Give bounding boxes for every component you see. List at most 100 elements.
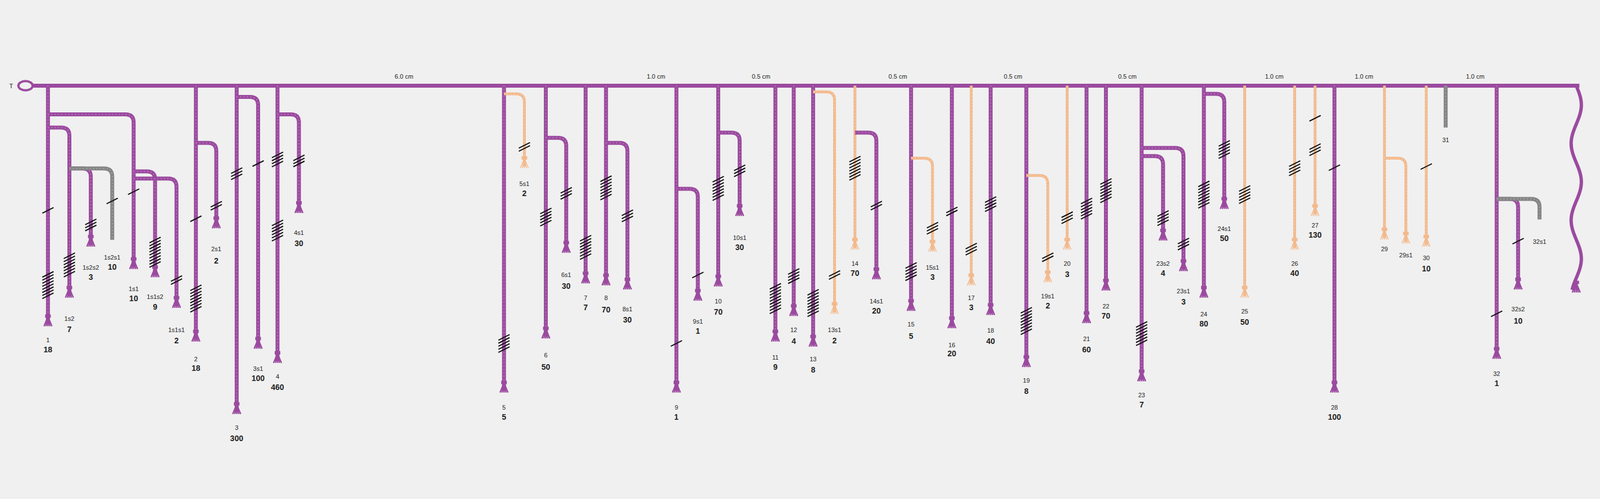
knot xyxy=(926,228,939,235)
knot xyxy=(63,265,75,271)
cord-name: 1s1s2 xyxy=(145,293,165,300)
spacing-label: 1.0 cm xyxy=(1464,73,1486,80)
knot xyxy=(712,191,724,198)
cord-name: 8s1 xyxy=(621,305,634,313)
cord-name: 9s1 xyxy=(691,317,704,325)
cord-value: 3 xyxy=(1180,297,1188,307)
knot xyxy=(712,185,724,192)
knot xyxy=(1100,178,1112,185)
knot xyxy=(293,155,305,161)
cord xyxy=(196,142,217,227)
cord-name: 29s1 xyxy=(1398,251,1415,259)
cord-twist xyxy=(951,85,953,327)
cord-twist xyxy=(69,168,112,240)
tassel xyxy=(623,279,628,290)
knot xyxy=(170,278,183,285)
tassel xyxy=(257,338,262,349)
knot xyxy=(271,152,284,158)
tassel xyxy=(1576,283,1581,293)
cord-name: 28 xyxy=(1329,403,1339,411)
knot xyxy=(293,157,305,164)
cord-value: 70 xyxy=(849,269,861,278)
tassel xyxy=(1242,288,1245,298)
cord-value: 7 xyxy=(66,325,74,334)
tassel xyxy=(1244,288,1249,298)
cord-value: 9 xyxy=(151,302,159,312)
cord-twist xyxy=(1384,157,1406,242)
cord xyxy=(1141,147,1184,270)
tassel xyxy=(1311,206,1316,216)
cord xyxy=(47,127,70,297)
tassel-knot xyxy=(908,298,915,303)
cord xyxy=(1424,85,1428,245)
knot xyxy=(271,223,284,229)
cord xyxy=(1494,85,1499,358)
knot xyxy=(769,295,781,302)
knot xyxy=(849,174,861,181)
spacing-label: 0.5 cm xyxy=(750,73,772,80)
knot xyxy=(905,274,917,281)
knot xyxy=(769,298,781,305)
tassel xyxy=(771,332,776,342)
cord-value: 1 xyxy=(694,326,702,336)
knot xyxy=(984,196,997,203)
tassel xyxy=(775,332,780,342)
knot xyxy=(1100,187,1112,194)
tassel xyxy=(133,259,138,270)
tassel xyxy=(1137,371,1142,382)
knot xyxy=(1309,150,1321,156)
tassel xyxy=(566,243,571,253)
cord-name: 6 xyxy=(542,351,549,359)
cord xyxy=(1383,85,1386,239)
cord-name: 1s2s2 xyxy=(81,264,100,271)
cord-name: 4 xyxy=(274,373,281,380)
knot xyxy=(1239,191,1251,198)
knot xyxy=(85,219,97,225)
cord-value: 30 xyxy=(293,239,305,248)
cord-twist xyxy=(1203,85,1205,297)
knot xyxy=(1178,238,1190,244)
tassel xyxy=(971,275,976,286)
cord-value: 1 xyxy=(1493,379,1500,388)
tassel xyxy=(855,239,859,250)
knot xyxy=(1198,202,1210,208)
cord-twist xyxy=(236,97,258,348)
tassel xyxy=(1158,230,1163,241)
cord-name: 27 xyxy=(1310,221,1320,229)
knot xyxy=(926,222,939,229)
knot xyxy=(1178,244,1190,250)
knot xyxy=(293,161,305,167)
knot xyxy=(1239,185,1251,192)
tassel xyxy=(1401,233,1406,244)
cord-name: 1s2 xyxy=(63,315,76,322)
tassel xyxy=(969,275,972,286)
tassel xyxy=(876,269,881,280)
knot xyxy=(788,271,800,278)
knot xyxy=(965,249,977,256)
knot xyxy=(106,198,118,204)
knot xyxy=(1218,146,1230,153)
cord-name: 30 xyxy=(1421,254,1431,262)
knot xyxy=(849,156,861,162)
tassel-knot xyxy=(1221,197,1227,201)
cord-name: 1s1 xyxy=(127,285,140,293)
cord-twist xyxy=(812,91,835,312)
tassel-knot xyxy=(44,314,51,318)
cord-value: 40 xyxy=(985,337,997,347)
tassel xyxy=(986,305,991,316)
tassel xyxy=(1063,239,1068,250)
tassel-knot xyxy=(694,288,701,293)
knot xyxy=(965,246,977,252)
tassel xyxy=(693,291,698,301)
cord-value: 4 xyxy=(1159,269,1167,278)
tassel xyxy=(714,276,718,287)
cord-value: 20 xyxy=(870,306,883,316)
knot xyxy=(63,252,75,259)
knot xyxy=(1218,143,1230,150)
tassel-knot xyxy=(1515,277,1521,281)
knot xyxy=(1020,316,1033,323)
cord-name: 6s1 xyxy=(560,270,573,278)
cord-name: 12 xyxy=(789,326,799,334)
knot xyxy=(1198,199,1210,206)
tassel-knot xyxy=(1064,237,1071,242)
